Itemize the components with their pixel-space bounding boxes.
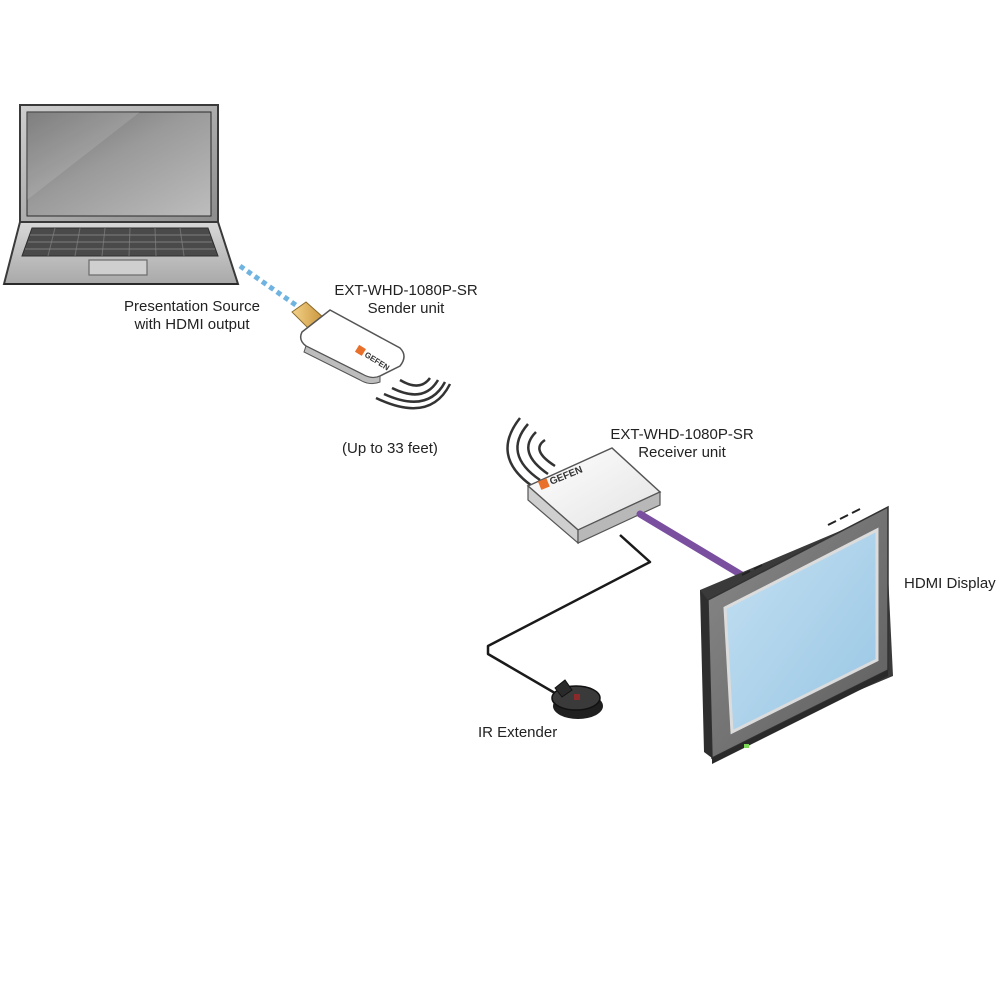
ir-extender-label: IR Extender [478, 724, 558, 741]
source-label-line1: Presentation Source [124, 298, 260, 315]
sender-model-text: EXT-WHD-1080P-SR [334, 282, 478, 299]
ir-extender-device [551, 679, 603, 719]
display-label: HDMI Display [904, 575, 996, 592]
sender-role-text: Sender unit [367, 300, 445, 317]
ir-cable [486, 534, 652, 698]
receiver-label: EXT-WHD-1080P-SR Receiver unit [594, 426, 770, 462]
sender-unit: GEFEN [291, 301, 405, 385]
source-label-line2: with HDMI output [134, 316, 250, 333]
receiver-model-text: EXT-WHD-1080P-SR [610, 426, 754, 443]
hdmi-display [700, 505, 893, 764]
laptop [2, 104, 240, 285]
source-label: Presentation Source with HDMI output [104, 298, 280, 334]
hdmi-port-link [238, 263, 302, 311]
range-label: (Up to 33 feet) [342, 440, 438, 457]
sender-label: EXT-WHD-1080P-SR Sender unit [318, 282, 494, 318]
receiver-unit: GEFEN [526, 447, 662, 545]
sender-wireless-icon [375, 377, 452, 410]
receiver-wireless-icon [506, 417, 556, 488]
receiver-role-text: Receiver unit [638, 444, 726, 461]
hdmi-cable [636, 510, 749, 581]
